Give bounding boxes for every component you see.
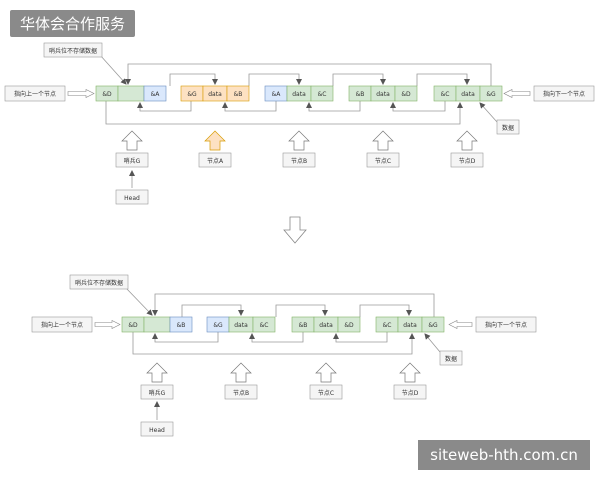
sentinel-node: &D &A <box>95 85 167 102</box>
sentinel-prev-cell: &D <box>102 91 112 98</box>
up-arrow-icon <box>230 362 252 383</box>
node-a: &G data &B <box>180 85 250 102</box>
left-hollow-arrow-icon <box>448 320 473 329</box>
node-c: &B data &D <box>348 85 418 102</box>
node-b-next-cell: &C <box>318 91 327 98</box>
sentinel-label: 哨兵G <box>124 157 141 165</box>
data-note-text-2: 数据 <box>445 355 457 363</box>
sentinel2-next-cell: &B <box>177 322 186 329</box>
up-arrow-icon <box>288 130 310 151</box>
up-arrow-icon <box>456 130 478 151</box>
sentinel-note-text-2: 哨兵位不存储数据 <box>75 279 123 287</box>
node-c-prev-cell: &B <box>356 91 365 98</box>
up-arrow-icon <box>146 362 168 383</box>
node-a-next-cell: &B <box>234 91 243 98</box>
node-c2-prev-cell: &B <box>299 322 308 329</box>
node-c-label: 节点C <box>375 157 391 165</box>
node-a-prev-cell: &G <box>187 91 197 98</box>
node-d: &C data &G <box>433 85 503 102</box>
prev-pointer-label-box <box>4 85 66 102</box>
node-c2-data-cell: data <box>319 322 333 329</box>
bottom-diagram: 哨兵位不存储数据 指向上一个节点 指向下一个节点 &D &B &G data &… <box>31 274 537 437</box>
top-connectors <box>99 54 498 188</box>
node-c2-next-cell: &D <box>344 322 354 329</box>
node-c-next-cell: &D <box>401 91 411 98</box>
sentinel-label-2: 哨兵G <box>149 389 166 397</box>
data-note-text: 数据 <box>502 124 514 132</box>
sentinel2-prev-cell: &D <box>128 322 138 329</box>
node-d2-next-cell: &G <box>428 322 438 329</box>
node-d2-prev-cell: &C <box>383 322 392 329</box>
node-d-next-cell: &G <box>486 91 496 98</box>
next-pointer-label-box <box>533 85 595 102</box>
node-a-data-cell: data <box>208 91 222 98</box>
up-arrow-icon <box>121 130 143 151</box>
node-d2-data-cell: data <box>403 322 417 329</box>
up-arrow-icon <box>372 130 394 151</box>
node-b-data-cell: data <box>292 91 306 98</box>
node-c-data-cell: data <box>376 91 390 98</box>
node-b2-prev-cell: &G <box>213 322 223 329</box>
up-arrow-icon <box>399 362 421 383</box>
sentinel-note-box <box>43 42 103 58</box>
sentinel-next-cell: &A <box>151 91 161 98</box>
node-a-label: 节点A <box>207 157 224 165</box>
node-b-2: &G data &C <box>206 316 276 333</box>
node-b: &A data &C <box>264 85 334 102</box>
head-label-2: Head <box>149 427 165 434</box>
node-b-prev-cell: &A <box>272 91 282 98</box>
transition-down-arrow-icon <box>283 216 307 244</box>
prev-pointer-label-2: 指向上一个节点 <box>41 321 83 329</box>
node-d-prev-cell: &C <box>441 91 450 98</box>
node-d-data-cell: data <box>461 91 475 98</box>
sentinel-node-2: &D &B <box>121 316 193 333</box>
next-pointer-label: 指向下一个节点 <box>543 90 585 98</box>
watermark: siteweb-hth.com.cn <box>418 440 590 470</box>
left-hollow-arrow-icon <box>503 89 531 98</box>
right-hollow-arrow-icon <box>67 89 95 98</box>
node-b-label-2: 节点B <box>233 389 249 397</box>
highlighted-up-arrow-icon <box>204 130 226 151</box>
node-d-2: &C data &G <box>375 316 445 333</box>
node-b2-data-cell: data <box>234 322 248 329</box>
node-d-label-2: 节点D <box>402 389 419 397</box>
node-d-label: 节点D <box>459 157 476 165</box>
prev-pointer-label: 指向上一个节点 <box>14 90 56 98</box>
node-b2-next-cell: &C <box>260 322 269 329</box>
head-label: Head <box>124 195 140 202</box>
data-note-box <box>496 119 520 135</box>
top-diagram: 哨兵位不存储数据 指向上一个节点 指向下一个节点 &D &A &G data &… <box>4 42 595 205</box>
bottom-connectors <box>124 286 441 420</box>
node-b-label: 节点B <box>291 157 307 165</box>
node-c-label-2: 节点C <box>318 389 334 397</box>
page-title: 华体会合作服务 <box>10 10 136 37</box>
right-hollow-arrow-icon <box>94 320 121 329</box>
sentinel-note-text: 哨兵位不存储数据 <box>49 47 97 55</box>
node-c-2: &B data &D <box>291 316 361 333</box>
up-arrow-icon <box>315 362 337 383</box>
next-pointer-label-2: 指向下一个节点 <box>485 321 527 329</box>
